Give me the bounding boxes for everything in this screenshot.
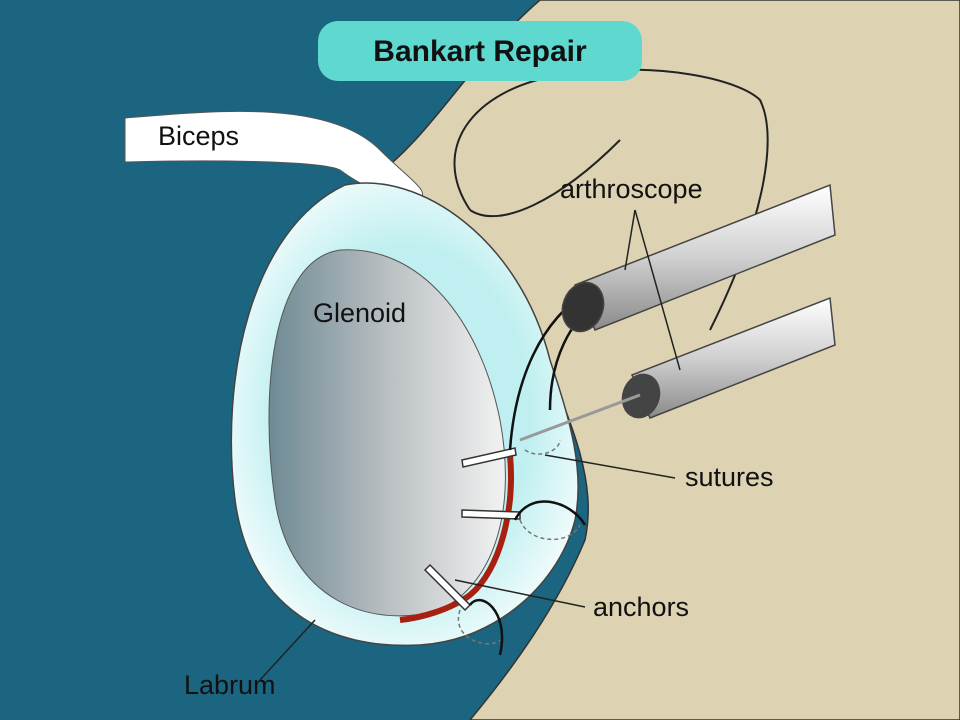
title-pill bbox=[318, 21, 642, 81]
anchor bbox=[461, 447, 517, 468]
label-biceps: Biceps bbox=[158, 121, 239, 151]
label-anchors: anchors bbox=[593, 592, 689, 622]
anchors-group bbox=[423, 447, 521, 612]
anchor bbox=[423, 563, 472, 612]
suture bbox=[468, 598, 504, 656]
hidden-suture-paths bbox=[457, 439, 581, 645]
bone-outline-2 bbox=[469, 139, 621, 218]
label-sutures: sutures bbox=[685, 462, 774, 492]
labral-tear bbox=[399, 454, 514, 623]
arthroscope bbox=[519, 183, 836, 442]
title: Bankart Repair bbox=[373, 35, 587, 68]
anchor bbox=[461, 509, 521, 520]
suture bbox=[513, 500, 587, 526]
label-arthroscope: arthroscope bbox=[560, 174, 703, 204]
label-glenoid: Glenoid bbox=[313, 298, 406, 328]
leader-lines bbox=[259, 209, 681, 681]
bone-outline bbox=[453, 68, 769, 331]
label-labrum: Labrum bbox=[184, 670, 276, 700]
